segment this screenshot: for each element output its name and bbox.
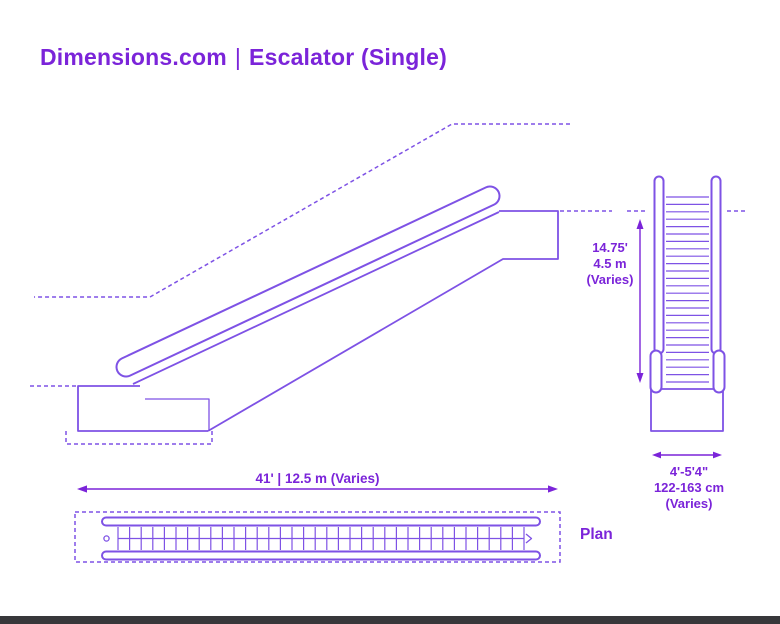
width-dim-line-2: 122-163 cm bbox=[653, 480, 725, 495]
width-dimension-arrow bbox=[652, 451, 722, 459]
height-dim-line-2: 4.5 m bbox=[593, 256, 627, 271]
window-bottom-edge bbox=[0, 616, 780, 624]
lower-pit-dashed-outline bbox=[65, 431, 213, 445]
upper-landing-outline bbox=[207, 210, 559, 432]
plan-view bbox=[74, 511, 561, 563]
lower-landing-outline bbox=[77, 385, 208, 432]
length-dimension-label: 41' | 12.5 m (Varies) bbox=[255, 471, 380, 486]
width-dim-line-1: 4'-5'4" bbox=[669, 464, 709, 479]
ceiling-dashed-line bbox=[34, 123, 570, 298]
front-step-lines bbox=[666, 196, 709, 383]
escalator-truss-outline bbox=[132, 211, 500, 385]
width-dimension-label: 4'-5'4" 122-163 cm (Varies) bbox=[628, 464, 750, 512]
handrail-band-inner bbox=[117, 187, 499, 376]
brand-name: Dimensions.com bbox=[40, 44, 227, 70]
page-title: Dimensions.com | Escalator (Single) bbox=[40, 44, 447, 71]
plan-dashed-outline bbox=[74, 511, 561, 563]
plan-view-label: Plan bbox=[580, 526, 613, 543]
height-dim-line-3: (Varies) bbox=[586, 272, 634, 287]
plan-direction-chevron bbox=[525, 533, 533, 544]
title-separator: | bbox=[234, 44, 242, 70]
plan-newel-circle bbox=[103, 535, 110, 542]
length-dimension-arrow bbox=[77, 485, 558, 493]
height-dim-line-1: 14.75' bbox=[592, 240, 628, 255]
lower-landing-plate bbox=[145, 398, 210, 431]
drawing-title: Escalator (Single) bbox=[249, 44, 447, 70]
side-elevation-view bbox=[30, 123, 612, 445]
height-dimension-label: 14.75' 4.5 m (Varies) bbox=[570, 240, 650, 288]
height-dimension-arrow bbox=[636, 219, 644, 383]
width-dim-line-3: (Varies) bbox=[665, 496, 713, 511]
front-view bbox=[627, 175, 748, 432]
front-lower-box bbox=[650, 388, 724, 432]
